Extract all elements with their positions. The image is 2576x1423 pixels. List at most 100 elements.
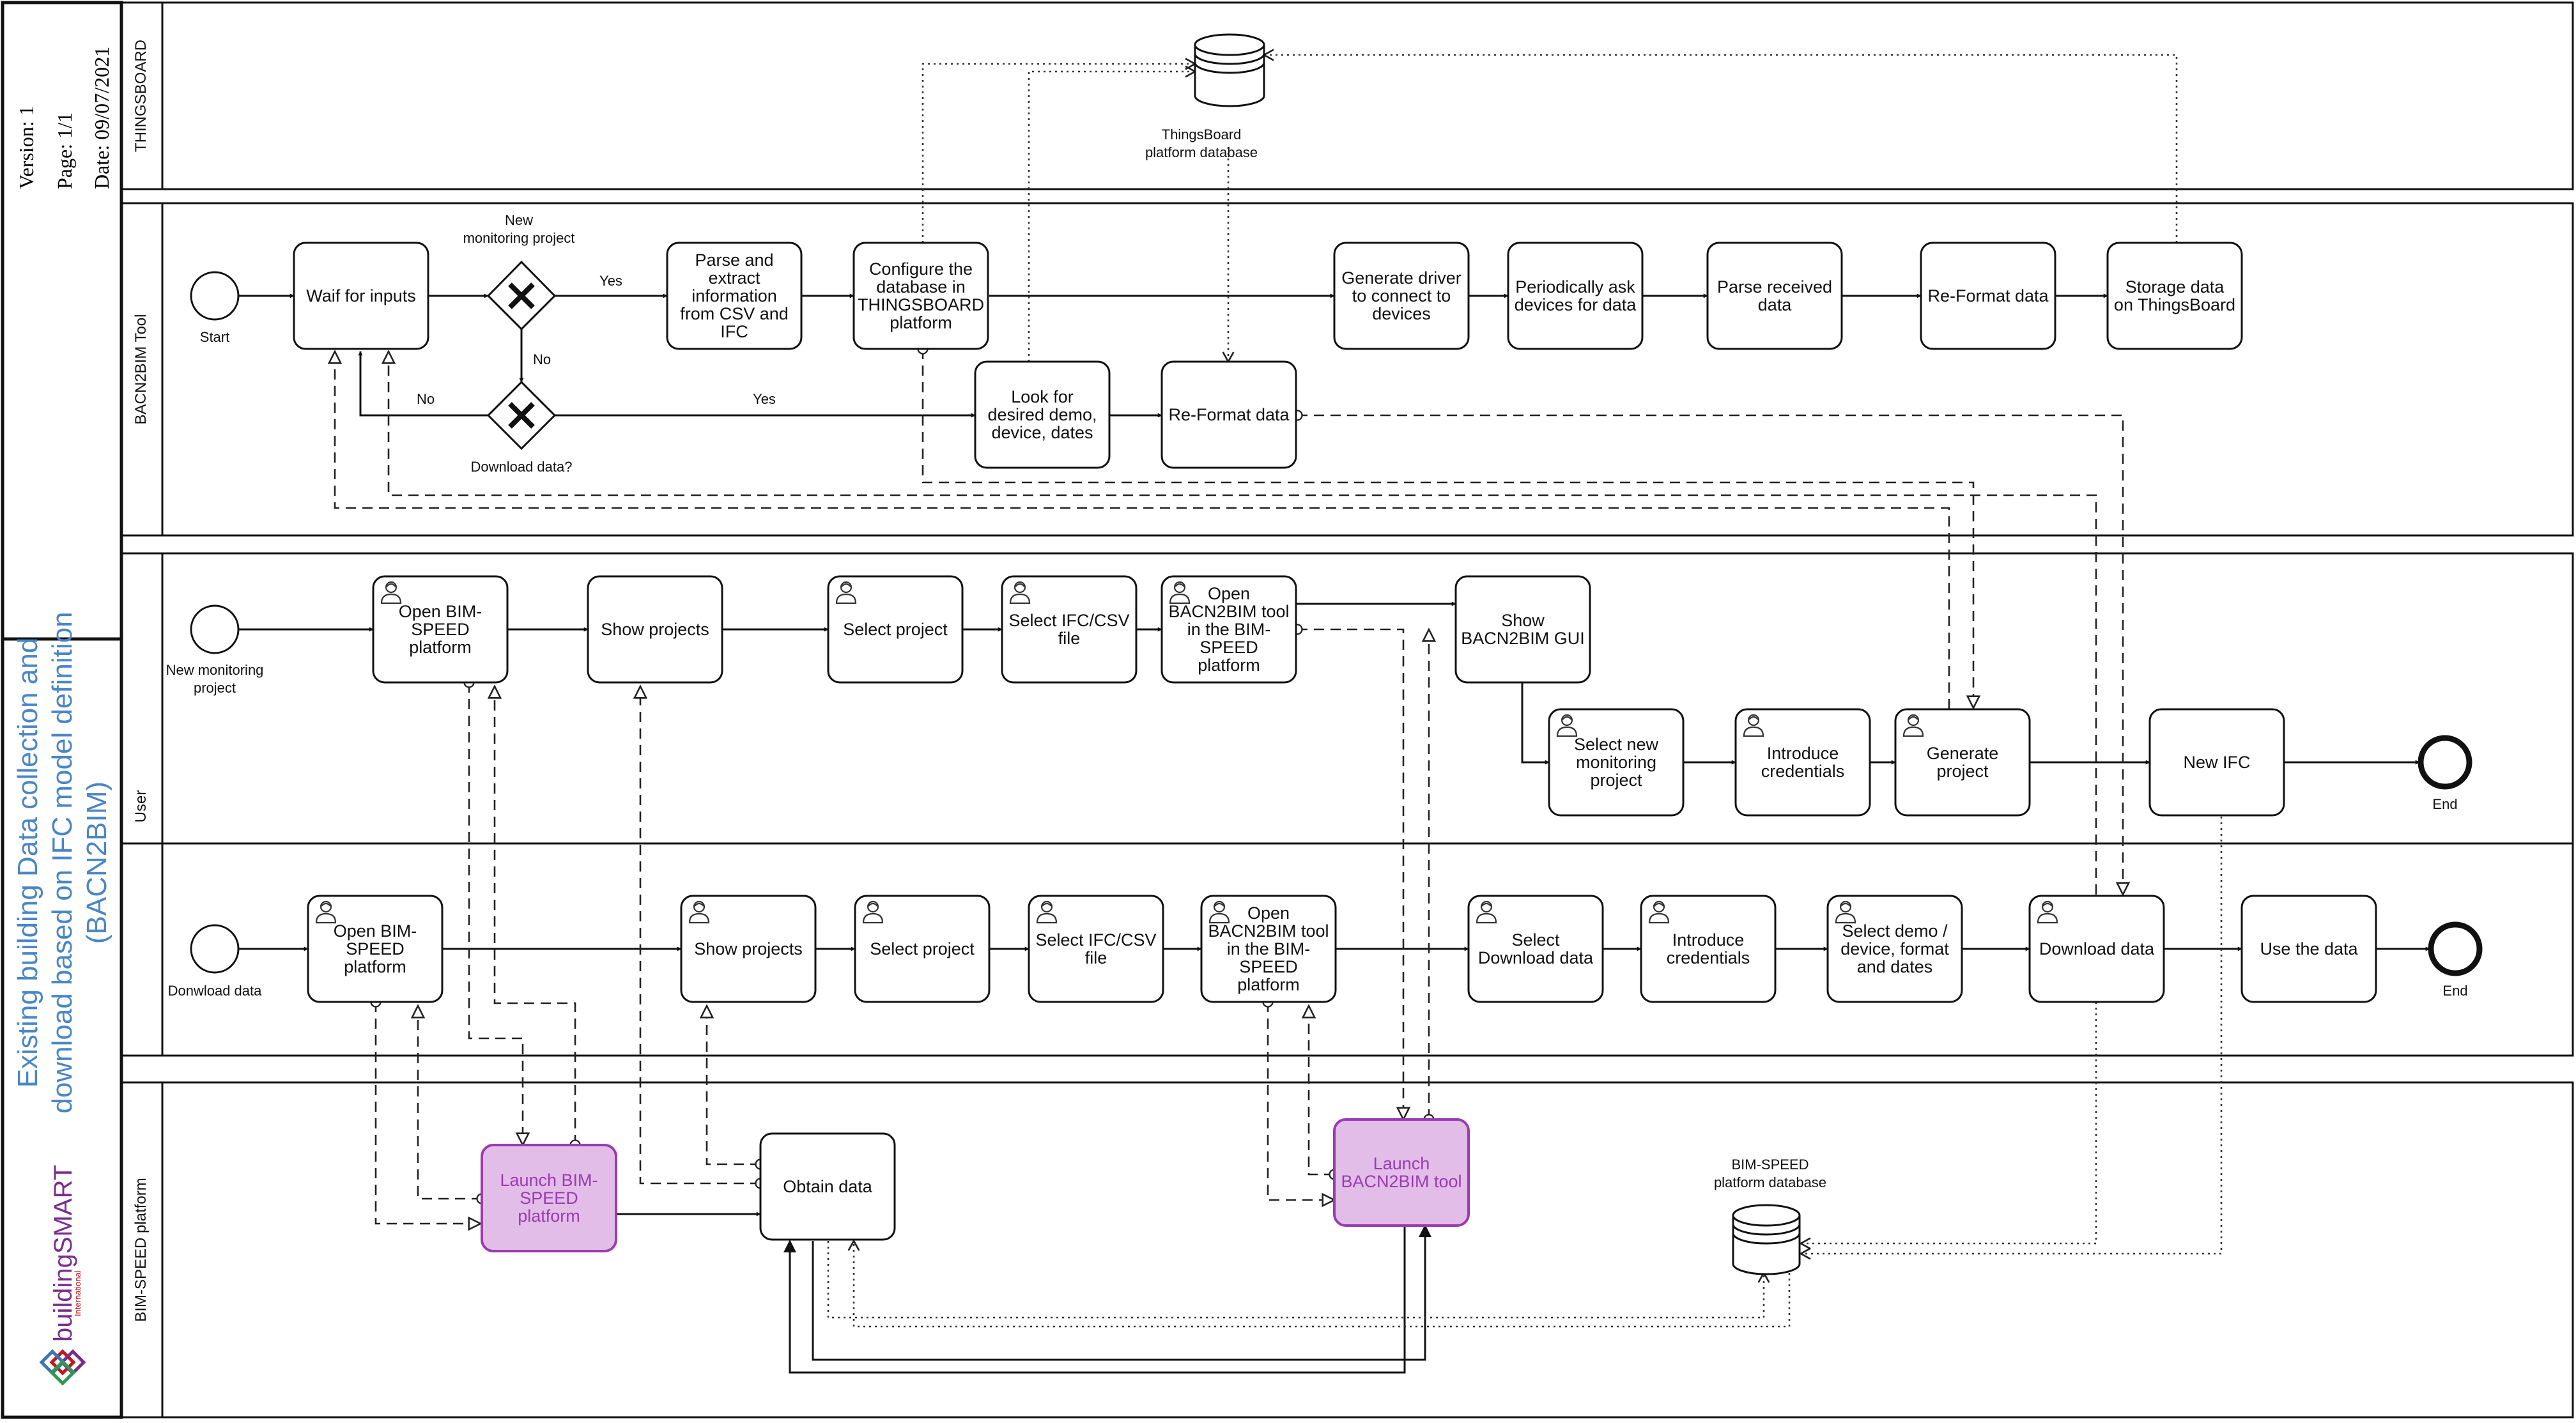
task-box bbox=[854, 895, 991, 1003]
download-gateway-yes-label: Yes bbox=[753, 391, 776, 407]
task-label-line: Open BIM- bbox=[334, 921, 417, 941]
page-number-text: Page: 1/1 bbox=[53, 112, 76, 189]
user-task-icon bbox=[1034, 898, 1060, 924]
thingsboard-db-label-1: ThingsBoard bbox=[1162, 127, 1242, 142]
task-label-line: THINGSBOARD bbox=[858, 295, 984, 314]
task-u-select-project: Select project bbox=[827, 575, 964, 684]
task-label-line: Look for bbox=[1011, 387, 1074, 406]
download-gateway-label: Download data? bbox=[470, 459, 572, 475]
new-monitoring-start-event bbox=[190, 604, 240, 654]
task-label-line: Download data bbox=[2039, 939, 2155, 958]
task-label-line: Select IFC/CSV bbox=[1035, 930, 1156, 950]
header-panel: Version: 1 Page: 1/1 Date: 09/07/2021 Ex… bbox=[1, 1, 123, 1419]
task-label-line: Storage data bbox=[2125, 277, 2225, 296]
task-box bbox=[372, 575, 509, 684]
user-task-icon bbox=[1167, 579, 1192, 604]
task-box bbox=[759, 1132, 896, 1241]
task-label-line: on ThingsBoard bbox=[2114, 295, 2235, 314]
task-box bbox=[1548, 708, 1685, 817]
task-box bbox=[666, 242, 803, 350]
task-label-line: Re-Format data bbox=[1927, 286, 2049, 305]
task-u-show-projects: Show projects bbox=[587, 575, 723, 684]
task-label-line: desired demo, bbox=[987, 405, 1097, 424]
task-label-line: Select project bbox=[870, 939, 975, 958]
task-reformat-top: Re-Format data bbox=[1920, 242, 2056, 350]
task-label-line: monitoring bbox=[1576, 753, 1656, 772]
task-box bbox=[1920, 242, 2056, 350]
new-monitoring-label-1: New monitoring bbox=[166, 662, 264, 678]
lane-label-bim-speed: BIM-SPEED platform bbox=[132, 1178, 150, 1321]
bim-speed-db-label-1: BIM-SPEED bbox=[1731, 1157, 1809, 1173]
task-label-line: Select project bbox=[843, 620, 948, 639]
task-box bbox=[1028, 895, 1164, 1003]
user-task-icon bbox=[1474, 898, 1499, 924]
task-label-line: and dates bbox=[1857, 957, 1933, 976]
bim-speed-db-label-2: platform database bbox=[1714, 1174, 1826, 1190]
events: Start New monitoring project Donwload da… bbox=[166, 271, 2483, 999]
new-project-gateway bbox=[486, 260, 557, 331]
task-label-line: in the BIM- bbox=[1227, 939, 1311, 958]
task-d-download: Download data bbox=[2028, 895, 2165, 1003]
task-label-line: Download data bbox=[1478, 948, 1594, 967]
task-label-line: Select bbox=[1511, 930, 1560, 950]
task-label-line: project bbox=[1590, 771, 1642, 790]
task-label-line: New IFC bbox=[2183, 753, 2250, 772]
user-task-icon bbox=[833, 579, 859, 604]
task-label-line: platform bbox=[1198, 656, 1260, 675]
logo-wordmark: buildingSMART bbox=[49, 1165, 77, 1342]
user-task-icon bbox=[860, 898, 886, 924]
task-box bbox=[2241, 895, 2377, 1003]
date-text: Date: 09/07/2021 bbox=[90, 47, 113, 189]
task-box bbox=[1161, 360, 1297, 469]
task-box bbox=[680, 895, 817, 1003]
thingsboard-db-label-2: platform database bbox=[1145, 144, 1258, 160]
task-label-line: Select demo / bbox=[1842, 921, 1948, 941]
download-start-label: Donwload data bbox=[168, 983, 263, 999]
user-task-icon bbox=[1646, 898, 1672, 924]
task-label-line: Periodically ask bbox=[1515, 277, 1635, 296]
task-label-line: SPEED bbox=[520, 1188, 578, 1208]
task-box bbox=[2106, 242, 2243, 350]
task-label-line: to connect to bbox=[1352, 286, 1451, 305]
task-label-line: BACN2BIM tool bbox=[1208, 921, 1329, 941]
task-label-line: file bbox=[1085, 948, 1107, 967]
task-box bbox=[2148, 708, 2285, 817]
task-label-line: Introduce bbox=[1672, 930, 1745, 950]
task-label-line: devices bbox=[1372, 304, 1431, 323]
task-label-line: Introduce bbox=[1767, 744, 1839, 763]
task-box bbox=[827, 575, 964, 684]
task-label-line: Show projects bbox=[694, 939, 803, 958]
task-box bbox=[293, 242, 429, 350]
task-reformat-bot: Re-Format data bbox=[1161, 360, 1297, 469]
task-box bbox=[1333, 242, 1470, 350]
task-label-line: Generate bbox=[1927, 744, 1999, 763]
task-box bbox=[1001, 575, 1138, 684]
task-label-line: BACN2BIM tool bbox=[1341, 1172, 1462, 1191]
new-project-gateway-label-1: New bbox=[505, 212, 533, 228]
task-label-line: Open BIM- bbox=[399, 602, 482, 621]
task-label-line: Select new bbox=[1574, 735, 1659, 754]
task-label-line: credentials bbox=[1761, 762, 1845, 781]
user-task-icon bbox=[313, 898, 339, 924]
task-box bbox=[1507, 242, 1644, 350]
task-box bbox=[307, 895, 443, 1003]
diagram-title: Existing building Data collection and do… bbox=[12, 612, 112, 1113]
task-box bbox=[1894, 708, 2031, 817]
task-label-line: BACN2BIM tool bbox=[1168, 602, 1289, 621]
title-line-1: Existing building Data collection and bbox=[12, 638, 43, 1088]
user-task-icon bbox=[1741, 712, 1766, 737]
task-label-line: in the BIM- bbox=[1187, 620, 1271, 639]
start-event bbox=[190, 271, 240, 321]
